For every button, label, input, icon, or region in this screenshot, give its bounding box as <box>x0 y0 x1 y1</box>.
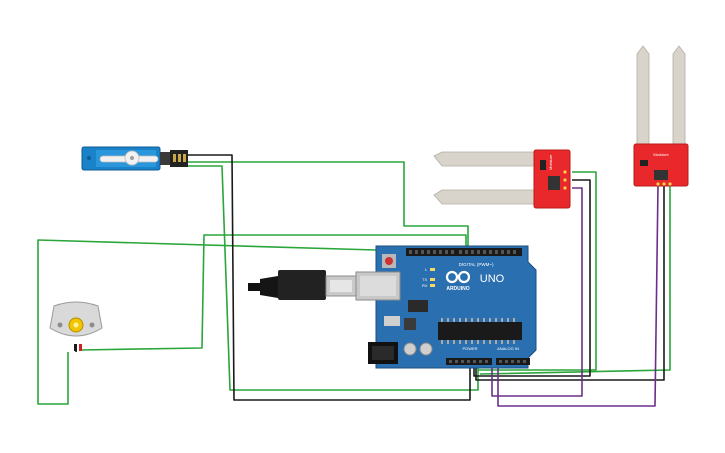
soil-sensor-icon[interactable]: Moisture <box>633 45 689 187</box>
arduino-uno-board[interactable]: DIGITAL (PWM~) L TX RX ARDUINO UNO <box>355 245 537 369</box>
power-label: POWER <box>462 346 477 351</box>
model-text: UNO <box>480 273 505 285</box>
soil-sensor-icon[interactable]: Moisture <box>433 149 571 209</box>
wire-green-servo-signal[interactable] <box>188 161 469 248</box>
wire-black-sensor2[interactable] <box>475 185 665 381</box>
analog-label: ANALOG IN <box>497 346 519 351</box>
l-label: L <box>425 267 428 272</box>
wires <box>37 154 671 407</box>
arduino-logo-icon <box>445 270 471 284</box>
wire-black-sensor1[interactable] <box>473 179 591 377</box>
digital-label: DIGITAL (PWM~) <box>459 262 494 267</box>
wire-green-sensor1-vcc[interactable] <box>478 171 597 371</box>
wire-purple-sensor1[interactable] <box>491 187 583 397</box>
servo-icon[interactable] <box>81 146 188 171</box>
rx-label: RX <box>422 283 428 288</box>
sensor2-label: Moisture <box>653 152 669 157</box>
wire-green-motor-ctrl[interactable] <box>79 234 467 351</box>
tx-label: TX <box>422 277 427 282</box>
usb-cable-icon[interactable] <box>248 270 357 300</box>
logo-text: ARDUINO <box>446 286 469 292</box>
wire-purple-sensor2[interactable] <box>497 184 659 407</box>
wire-green-sensor2-vcc[interactable] <box>479 185 671 375</box>
dc-motor-icon[interactable] <box>49 301 103 351</box>
wire-black-servo[interactable] <box>188 154 471 401</box>
sensor1-label: Moisture <box>548 154 553 170</box>
